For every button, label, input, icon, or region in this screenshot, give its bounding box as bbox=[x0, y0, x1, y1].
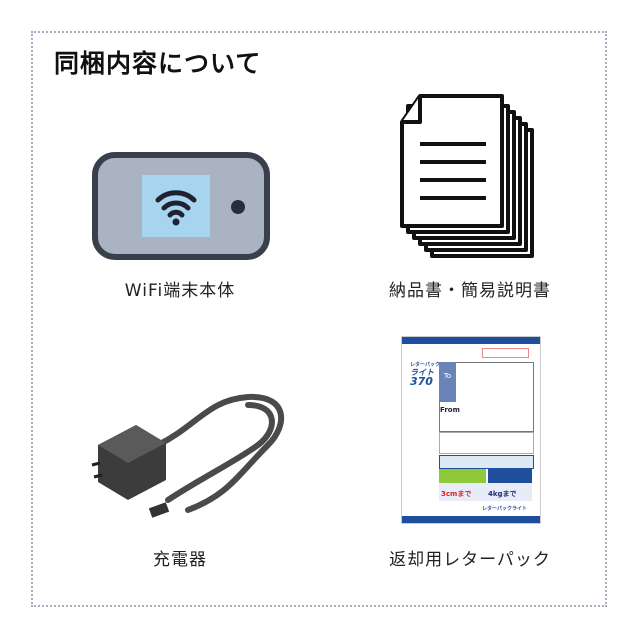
pack-weight: 4kgまで bbox=[488, 490, 517, 498]
wifi-device-icon bbox=[92, 152, 270, 260]
pack-to: To bbox=[439, 362, 456, 402]
pack-brand: レターパック bbox=[410, 362, 440, 368]
pack-from: From bbox=[440, 406, 460, 414]
item-label-charger: 充電器 bbox=[153, 550, 207, 570]
pack-footer: レターパックライト bbox=[482, 506, 527, 512]
page-title: 同梱内容について bbox=[54, 49, 262, 78]
charger-icon bbox=[91, 393, 285, 518]
letter-pack-image: レターパック ライト 370 To From 3cmまで 4kgまで レターパッ… bbox=[401, 336, 541, 524]
content-frame bbox=[31, 31, 607, 607]
item-label-wifi-device: WiFi端末本体 bbox=[124, 281, 236, 301]
item-label-letter-pack: 返却用レターパック bbox=[389, 550, 551, 570]
pack-name: ライト bbox=[410, 368, 434, 377]
documents-icon bbox=[400, 94, 534, 258]
pack-price: 370 bbox=[410, 375, 433, 388]
pack-thickness: 3cmまで bbox=[441, 490, 472, 498]
item-label-documents: 納品書・簡易説明書 bbox=[389, 281, 551, 301]
